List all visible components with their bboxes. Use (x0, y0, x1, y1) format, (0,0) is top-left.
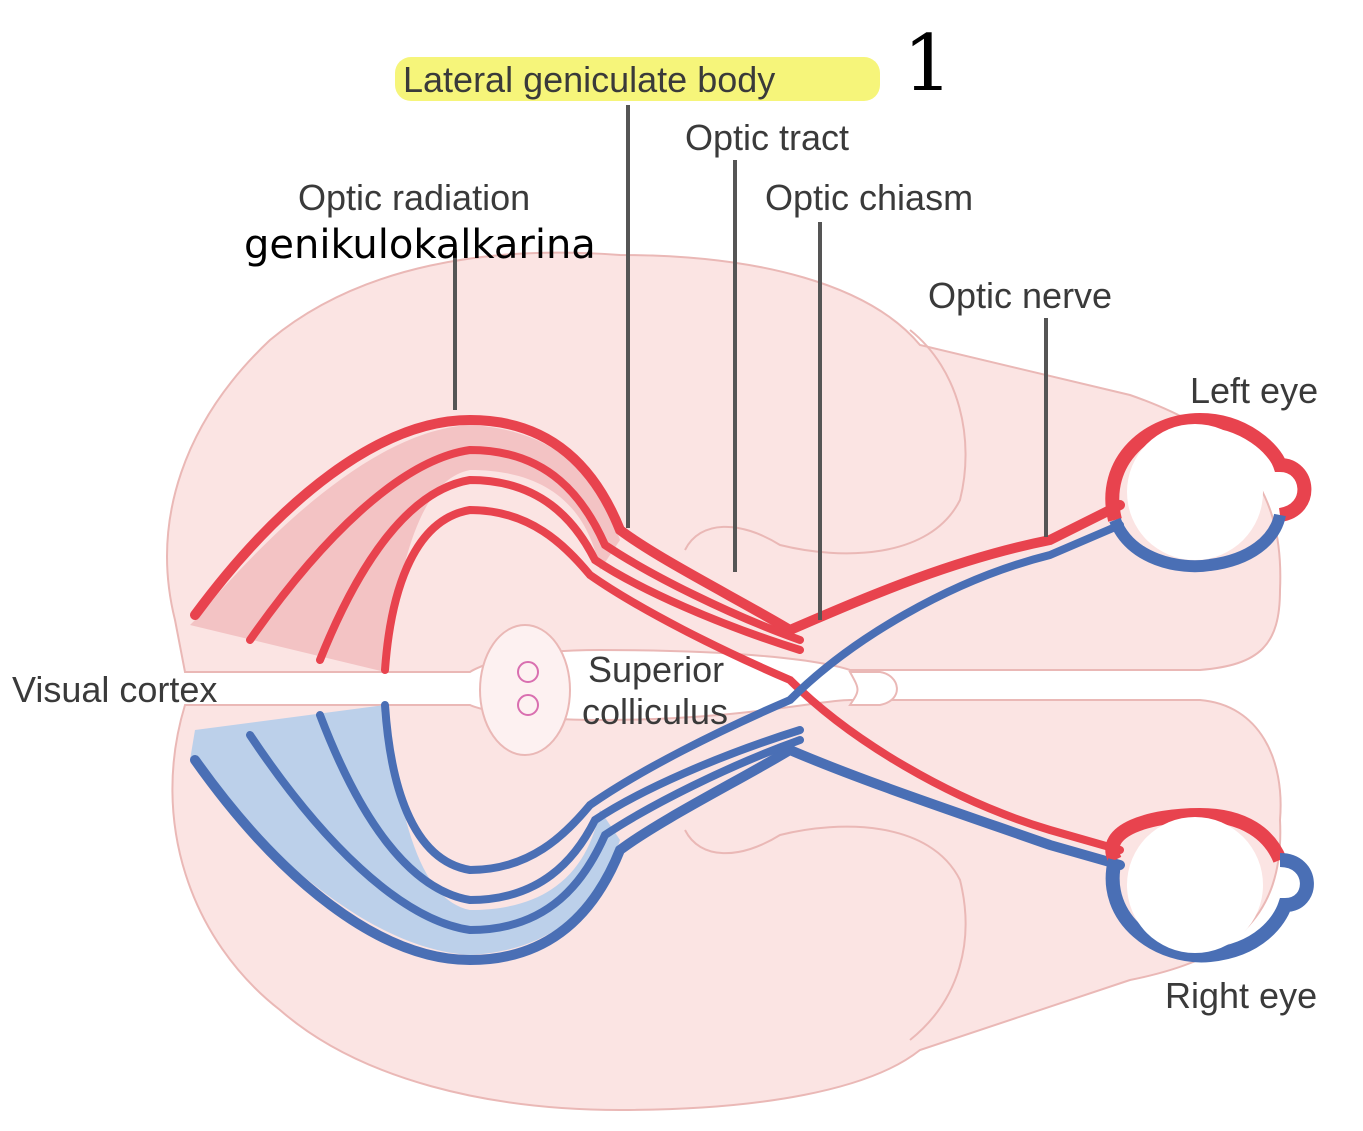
label-optic-tract: Optic tract (685, 117, 849, 158)
label-lateral-geniculate-body: Lateral geniculate body (403, 59, 775, 100)
midline-notch (850, 672, 897, 705)
left-eye-lens (1127, 424, 1263, 560)
annotation-number: 1 (903, 19, 953, 109)
label-superior-colliculus-line2: colliculus (582, 691, 728, 732)
label-right-eye: Right eye (1165, 975, 1317, 1016)
label-optic-chiasm: Optic chiasm (765, 177, 973, 218)
label-left-eye: Left eye (1190, 370, 1318, 411)
label-optic-nerve: Optic nerve (928, 275, 1112, 316)
superior-colliculus (480, 625, 570, 755)
label-superior-colliculus-line1: Superior (588, 649, 724, 690)
right-eye-lens (1127, 817, 1263, 953)
colliculus-body (480, 625, 570, 755)
label-optic-radiation-note: genikulokalkarina (244, 222, 596, 268)
label-optic-radiation: Optic radiation (298, 177, 530, 218)
label-visual-cortex: Visual cortex (12, 669, 217, 710)
